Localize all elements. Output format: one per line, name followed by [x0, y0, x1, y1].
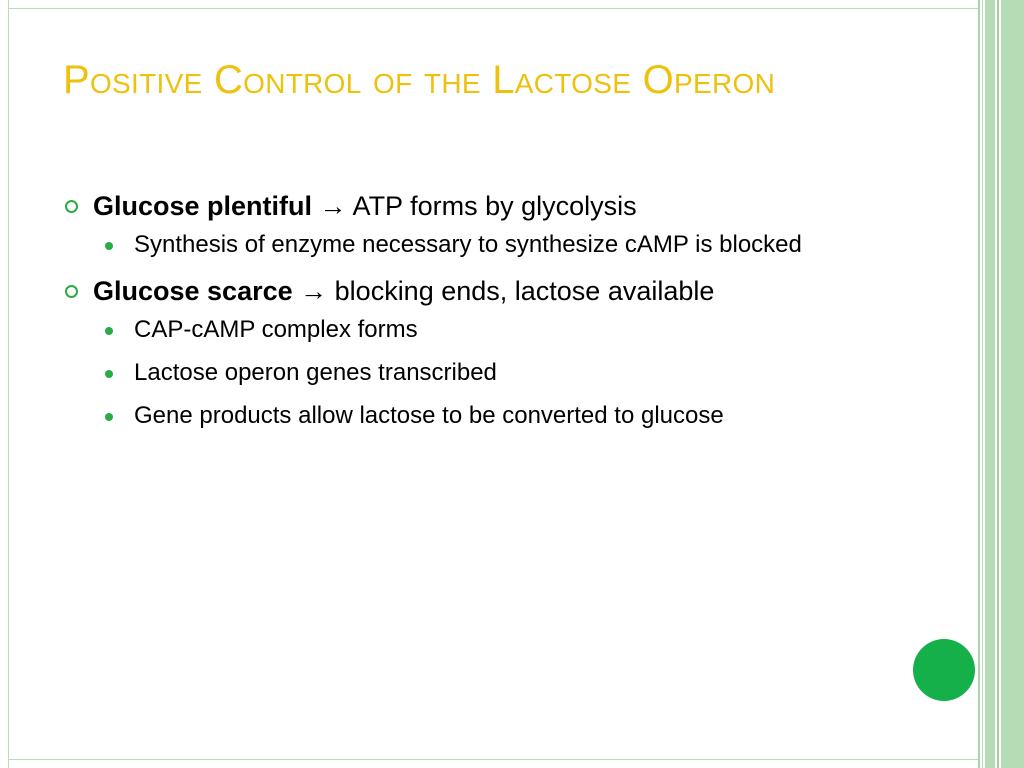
bullet-level1: Glucose plentiful → ATP forms by glycoly…	[63, 186, 883, 226]
stripe	[978, 0, 980, 768]
sub-bullet-list: Synthesis of enzyme necessary to synthes…	[63, 228, 883, 262]
stripe	[997, 0, 999, 768]
dot-bullet-icon	[105, 242, 113, 250]
frame-top-line	[8, 8, 978, 9]
frame-bottom-line	[8, 759, 978, 760]
bullet-level2: Lactose operon genes transcribed	[63, 356, 854, 390]
sub-bullet-text: Lactose operon genes transcribed	[134, 359, 497, 386]
dot-bullet-icon	[105, 327, 113, 335]
sub-bullet-text: CAP-cAMP complex forms	[134, 316, 418, 343]
dot-bullet-icon	[105, 370, 113, 378]
stripe	[982, 0, 983, 768]
stripe	[1001, 0, 1024, 768]
slide-content: Glucose plentiful → ATP forms by glycoly…	[63, 186, 883, 442]
right-arrow-icon: →	[319, 191, 347, 221]
bullet-text: ATP forms by glycolysis	[346, 191, 637, 221]
right-arrow-icon: →	[300, 276, 328, 306]
sub-bullet-text: Synthesis of enzyme necessary to synthes…	[134, 231, 802, 258]
sub-bullet-text: Gene products allow lactose to be conver…	[134, 402, 724, 429]
decorative-stripes	[978, 0, 1024, 768]
bullet-bold-text: Glucose plentiful	[93, 191, 313, 221]
slide-title: Positive Control of the Lactose Operon	[63, 58, 776, 102]
bullet-level2: Synthesis of enzyme necessary to synthes…	[63, 228, 854, 262]
bullet-bold-text: Glucose scarce	[93, 276, 293, 306]
ring-bullet-icon	[65, 200, 78, 213]
ring-bullet-icon	[65, 285, 78, 298]
bullet-text: blocking ends, lactose available	[327, 276, 715, 306]
sub-bullet-list: CAP-cAMP complex forms Lactose operon ge…	[63, 313, 883, 433]
dot-bullet-icon	[105, 413, 113, 421]
bullet-level2: CAP-cAMP complex forms	[63, 313, 854, 347]
stripe	[985, 0, 995, 768]
green-circle-decoration	[913, 639, 975, 701]
frame-left-line	[8, 0, 9, 768]
bullet-level1: Glucose scarce → blocking ends, lactose …	[63, 271, 883, 311]
bullet-level2: Gene products allow lactose to be conver…	[63, 399, 854, 433]
